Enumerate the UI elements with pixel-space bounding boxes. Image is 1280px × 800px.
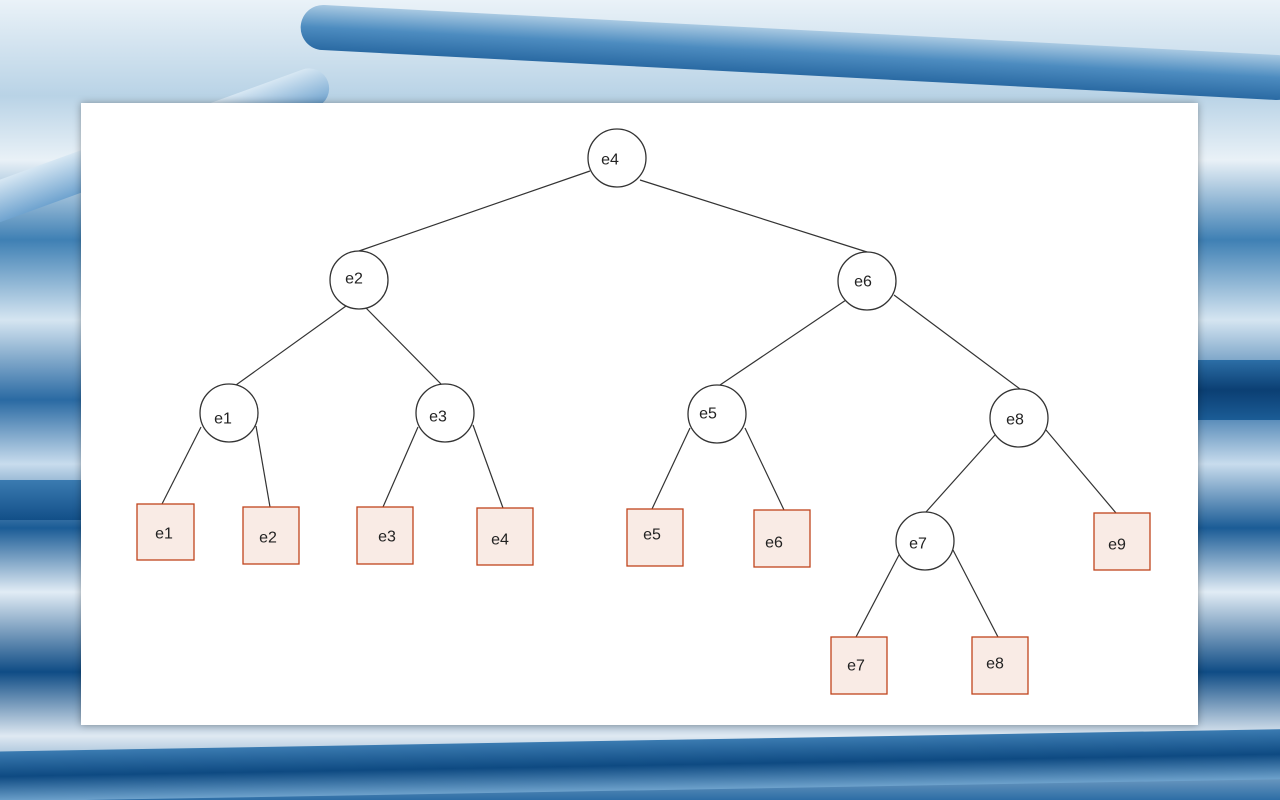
edge-e6-e8: [893, 294, 1021, 390]
node-e5: e5: [687, 384, 747, 444]
edge-e7-leaf-e8: [952, 549, 999, 638]
leaf-e9: e9: [1093, 512, 1151, 571]
edge-e6-e5: [719, 299, 847, 386]
leaf-e2: e2: [242, 506, 300, 565]
node-e7: e7: [895, 511, 955, 571]
leaf-e7: e7: [830, 636, 888, 695]
node-label: e3: [429, 409, 447, 426]
edge-e3-leaf-e4: [472, 424, 504, 509]
leaf-e8: e8: [971, 636, 1029, 695]
edge-e2-e3: [365, 307, 442, 385]
edge-e8-e7: [925, 434, 996, 513]
node-e2: e2: [329, 250, 389, 310]
edges: [161, 170, 1117, 638]
edge-e5-leaf-e6: [744, 427, 785, 511]
node-e6: e6: [837, 251, 897, 311]
leaf-e3: e3: [356, 506, 414, 565]
node-e8: e8: [989, 388, 1049, 448]
node-label: e1: [214, 411, 232, 428]
node-label: e8: [1006, 412, 1024, 429]
edge-e1-leaf-e1: [161, 426, 202, 505]
leaf-label: e1: [155, 526, 173, 543]
leaf-label: e9: [1108, 537, 1126, 554]
leaf-e5: e5: [626, 508, 684, 567]
leaf-label: e4: [491, 532, 509, 549]
node-e1: e1: [199, 383, 259, 443]
node-label: e6: [854, 274, 872, 291]
node-e3: e3: [415, 383, 475, 443]
node-label: e4: [601, 152, 619, 169]
leaf-e4: e4: [476, 507, 534, 566]
edge-e8-leaf-e9: [1045, 429, 1117, 514]
leaf-label: e6: [765, 535, 783, 552]
edge-e2-e1: [235, 305, 347, 386]
node-e4: e4: [587, 128, 647, 188]
edge-e7-leaf-e7: [855, 552, 901, 638]
edge-e4-e6: [639, 179, 868, 253]
leaf-label: e8: [986, 656, 1004, 673]
leaf-e1: e1: [136, 503, 195, 561]
leaf-label: e5: [643, 527, 661, 544]
node-label: e2: [345, 271, 363, 288]
node-label: e7: [909, 536, 927, 553]
leaf-label: e7: [847, 658, 865, 675]
node-label: e5: [699, 406, 717, 423]
edge-e3-leaf-e3: [382, 426, 419, 508]
edge-e1-leaf-e2: [255, 425, 271, 508]
leaf-e6: e6: [753, 509, 811, 568]
edge-e5-leaf-e5: [651, 427, 691, 510]
leaf-label: e2: [259, 530, 277, 547]
leaf-label: e3: [378, 529, 396, 546]
edge-e4-e2: [358, 170, 591, 252]
